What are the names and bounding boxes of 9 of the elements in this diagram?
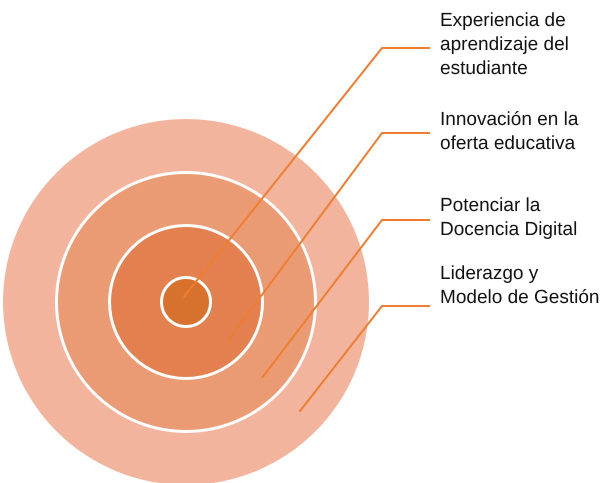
leader-line bbox=[226, 132, 430, 344]
ring-label: Potenciar la Docencia Digital bbox=[440, 194, 600, 242]
ring-label: Liderazgo y Modelo de Gestión bbox=[440, 262, 600, 310]
leader-line bbox=[261, 219, 430, 379]
leader-line bbox=[298, 305, 430, 412]
ring-label: Innovación en la oferta educativa bbox=[440, 108, 600, 156]
leader-line bbox=[183, 47, 430, 298]
ring-label: Experiencia de aprendizaje del estudiante bbox=[440, 9, 600, 81]
ring-circle bbox=[160, 276, 212, 328]
